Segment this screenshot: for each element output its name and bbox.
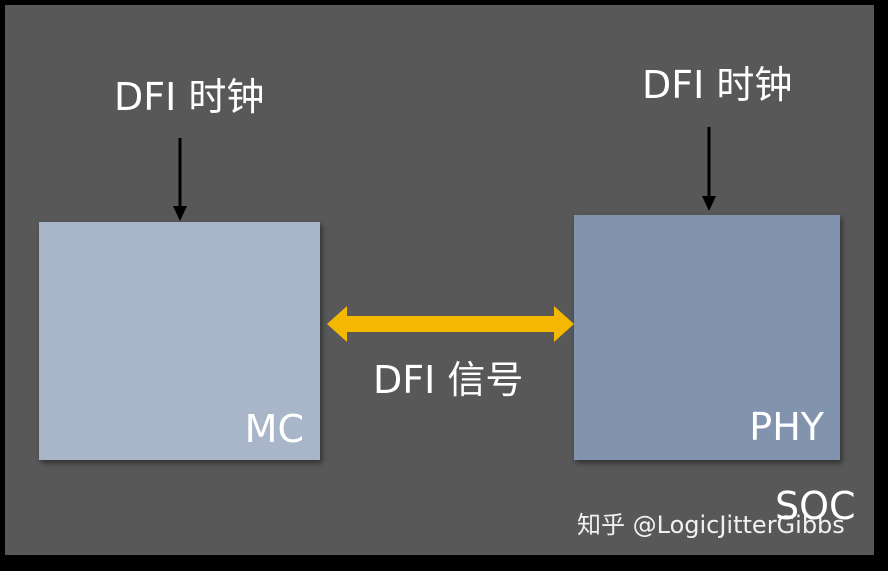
mc-block: MC (39, 222, 320, 460)
mc-block-label: MC (244, 407, 304, 451)
phy-block-label: PHY (749, 405, 824, 449)
mc-clock-arrow (173, 138, 187, 221)
dfi-signal-arrow (327, 306, 574, 342)
watermark: 知乎 @LogicJitterGibbs (577, 511, 845, 539)
phy-block: PHY (574, 215, 840, 460)
phy-clock-label: DFI 时钟 (642, 63, 793, 107)
dfi-signal-label: DFI 信号 (373, 358, 524, 402)
phy-clock-arrow (702, 127, 716, 211)
mc-clock-label: DFI 时钟 (114, 75, 265, 119)
soc-label: SOC (775, 484, 856, 528)
